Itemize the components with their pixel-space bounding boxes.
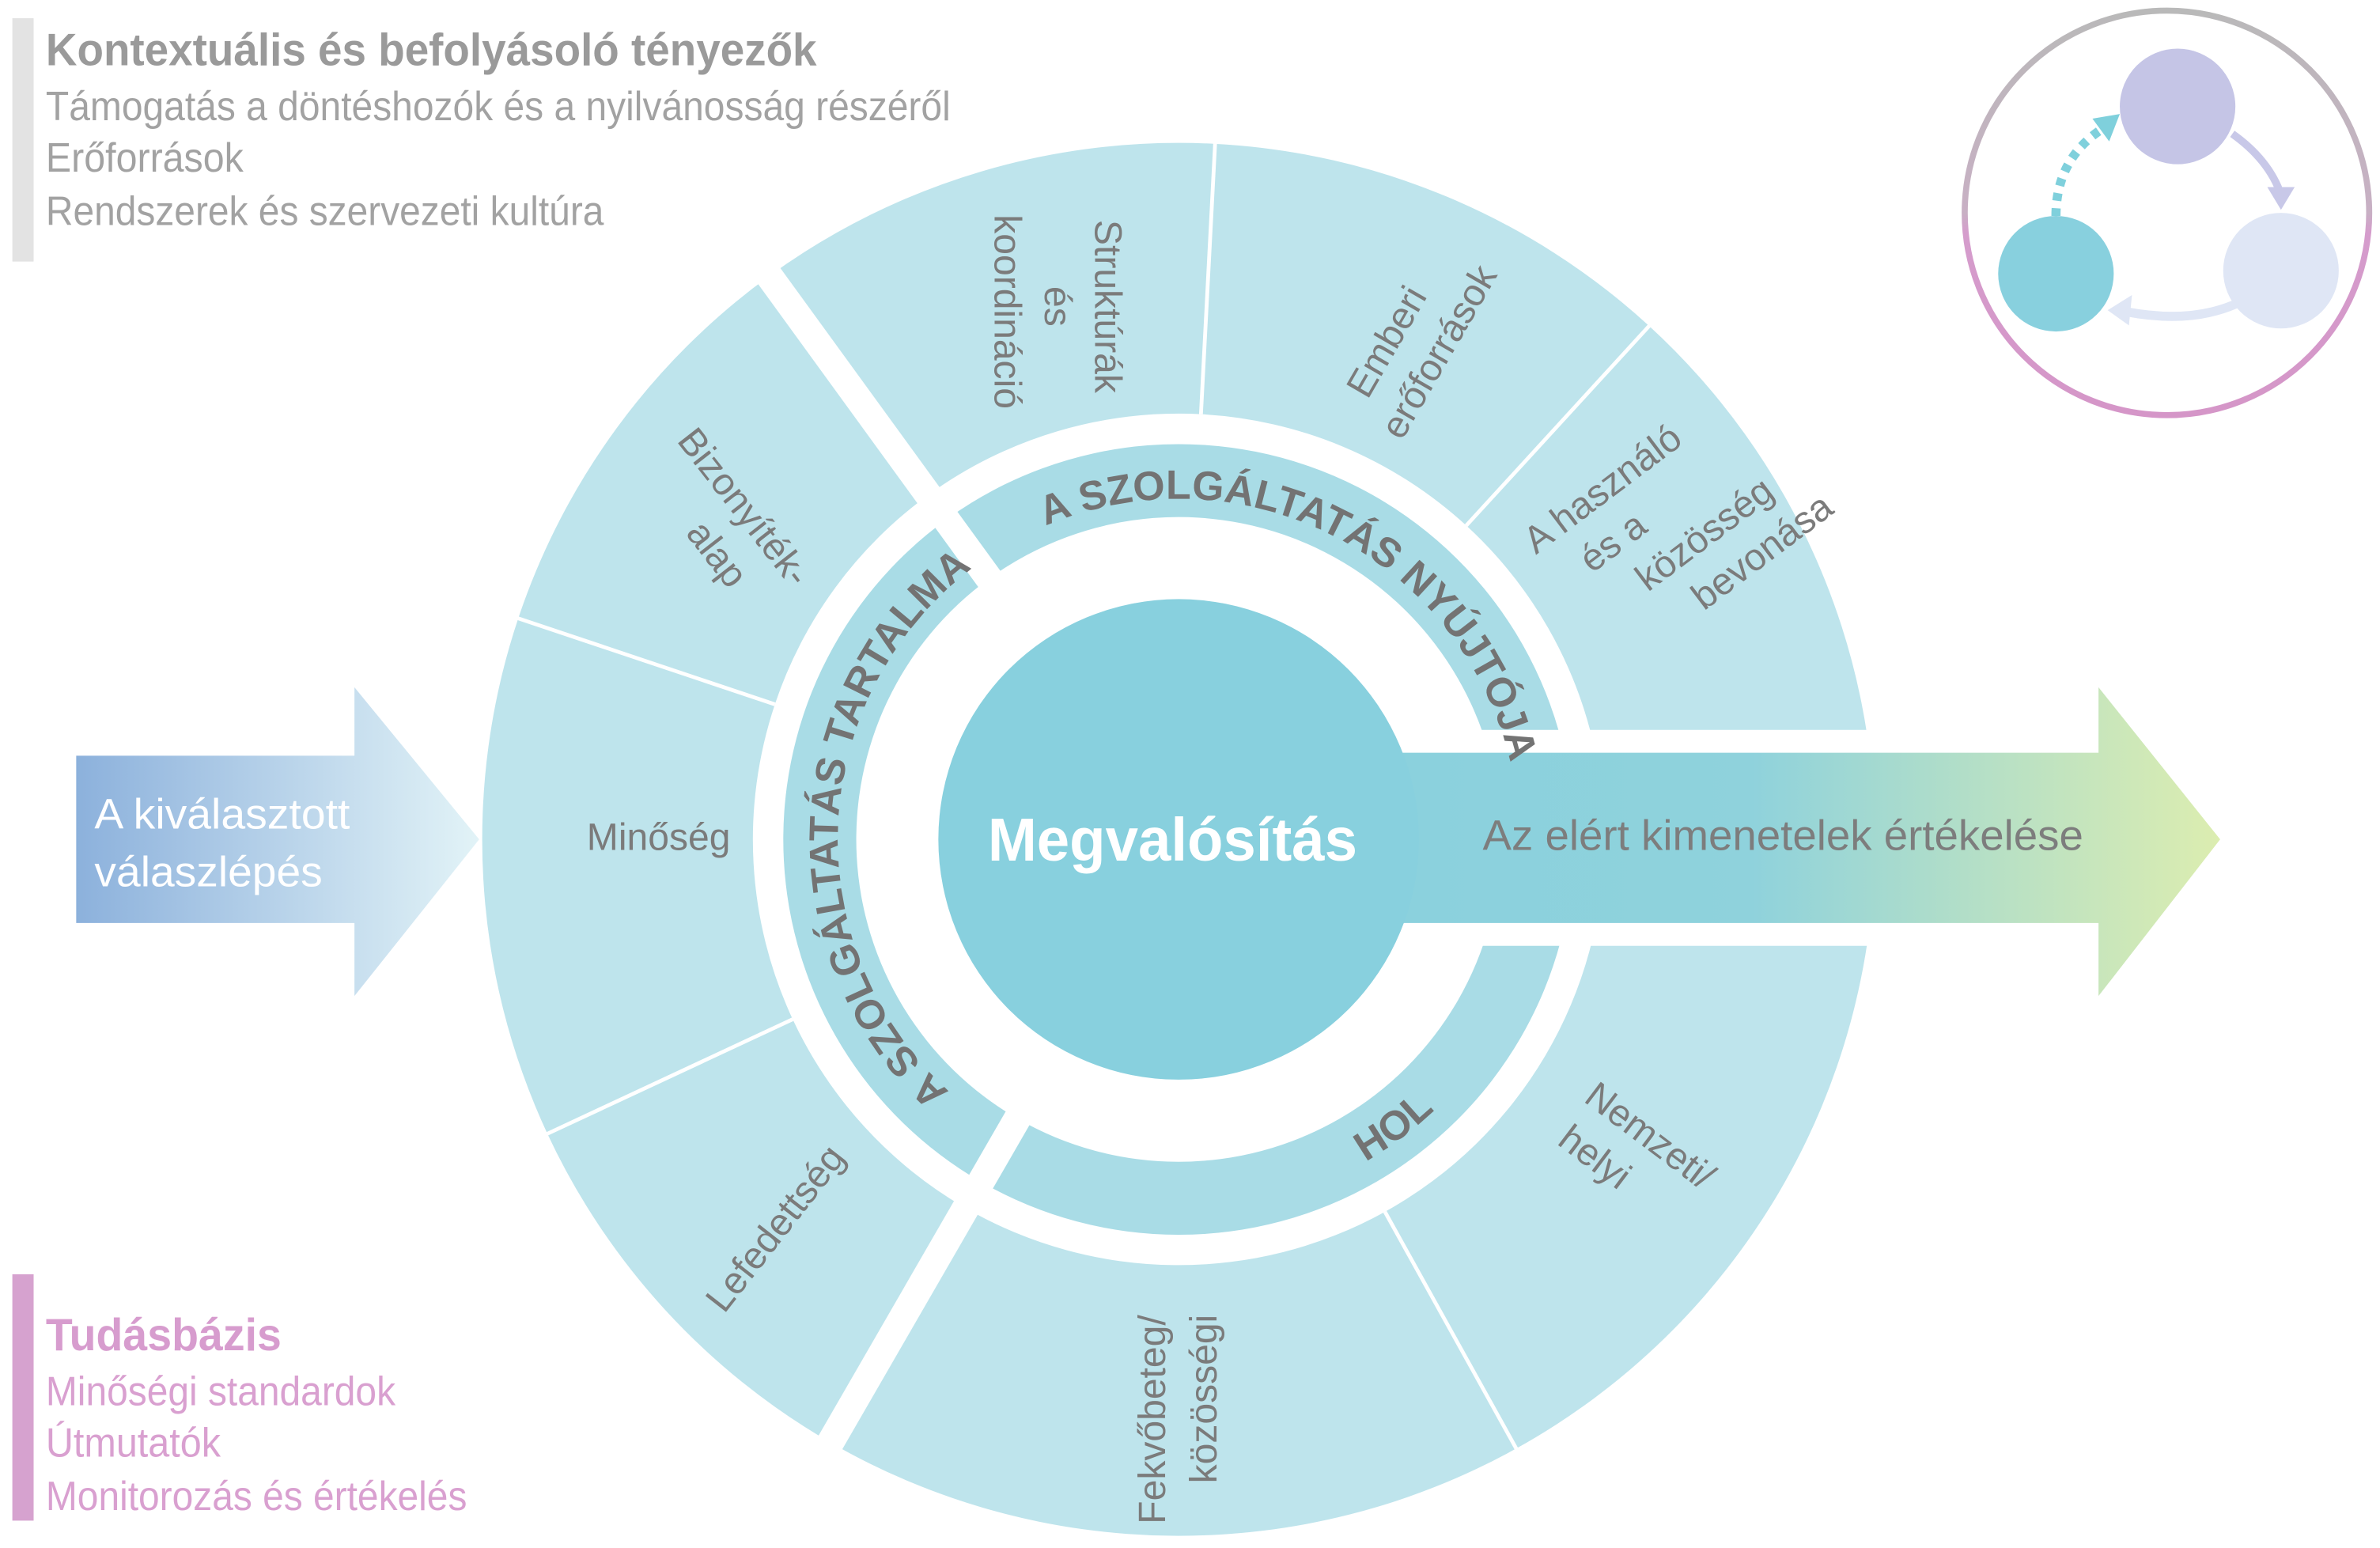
context-factors: Kontextuális és befolyásoló tényezők Tám… bbox=[12, 18, 951, 262]
thick-divider bbox=[809, 1096, 1039, 1466]
context-title: Kontextuális és befolyásoló tényezők bbox=[46, 25, 818, 76]
outer-ring bbox=[482, 142, 1875, 1536]
knowledge-title: Tudásbázis bbox=[46, 1310, 282, 1361]
ring-dividers bbox=[514, 140, 1653, 1466]
outer-segment-engagement bbox=[1466, 325, 1875, 840]
center-circle bbox=[938, 599, 1419, 1080]
icon-arrow-light bbox=[2125, 300, 2238, 321]
middle-segment-provider bbox=[946, 444, 1574, 840]
cycle-icon bbox=[1962, 7, 2373, 418]
outer-segment-quality bbox=[482, 618, 793, 1134]
context-item: Rendszerek és szervezeti kultúra bbox=[46, 188, 604, 234]
icon-node-light bbox=[2223, 213, 2339, 329]
context-item: Erőforrások bbox=[46, 134, 244, 180]
thin-divider bbox=[1383, 1210, 1519, 1452]
icon-arrow-purple bbox=[2230, 131, 2285, 196]
segment-setting: Fekvőbeteg/ közösségi bbox=[1132, 1304, 1225, 1524]
thick-divider bbox=[747, 253, 1012, 602]
icon-node-purple bbox=[2120, 48, 2236, 165]
input-arrow-label: válaszlépés bbox=[94, 849, 322, 896]
knowledge-item: Útmutatók bbox=[46, 1420, 221, 1466]
middle-segment-content bbox=[783, 519, 1018, 1183]
icon-node-teal bbox=[1998, 215, 2114, 332]
center-label: Megvalósítás bbox=[988, 806, 1357, 874]
segment-structures: Struktúrák és koordináció bbox=[986, 214, 1128, 409]
thin-divider bbox=[1465, 322, 1653, 528]
output-arrow-label: Az elért kimenetelek értékelése bbox=[1483, 812, 2083, 860]
input-arrow-label: A kiválasztott bbox=[94, 791, 350, 838]
outer-segment-evidence bbox=[518, 275, 929, 705]
segment-quality: Minőség bbox=[587, 817, 731, 859]
context-item: Támogatás a döntéshozók és a nyilvánossá… bbox=[46, 83, 951, 129]
outer-segment-level bbox=[1384, 839, 1875, 1449]
output-arrow-shape bbox=[1179, 687, 2220, 997]
middle-segment-where bbox=[981, 839, 1574, 1236]
thin-divider bbox=[543, 1017, 794, 1137]
knowledge-item: Monitorozás és értékelés bbox=[46, 1473, 467, 1519]
outer-segment-human-resources bbox=[1201, 143, 1649, 526]
icon-arrow-dotted bbox=[2051, 125, 2105, 217]
knowledge-bar bbox=[12, 1274, 34, 1521]
outer-segment-setting bbox=[830, 1208, 1516, 1536]
outer-segment-coverage bbox=[547, 1019, 966, 1443]
thin-divider bbox=[514, 615, 776, 706]
knowledge-item: Minőségi standardok bbox=[46, 1368, 396, 1414]
knowledge-base: Tudásbázis Minőségi standardok Útmutatók… bbox=[12, 1274, 467, 1521]
input-arrow-shape bbox=[76, 687, 479, 997]
context-bar bbox=[12, 18, 34, 262]
middle-ring bbox=[783, 444, 1574, 1236]
input-arrow: A kiválasztott válaszlépés bbox=[76, 687, 479, 997]
thin-divider bbox=[1198, 140, 1217, 414]
